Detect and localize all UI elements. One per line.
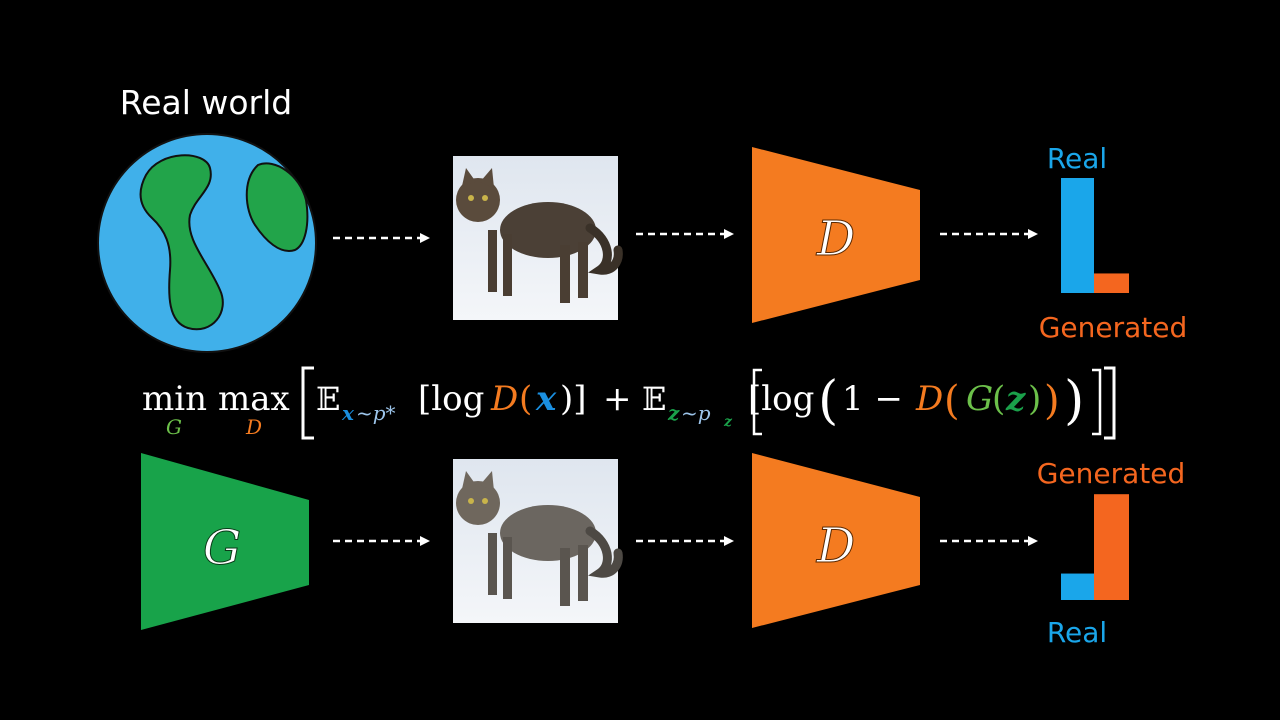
formula-term1-D: D (490, 379, 518, 419)
output-bars-bottom (1061, 494, 1129, 600)
label-generated-bottom: Generated (1037, 457, 1186, 490)
formula-inner-bracket-right (1092, 368, 1102, 436)
discriminator-symbol-top: D (816, 211, 855, 267)
formula-term1-x: x (535, 379, 557, 419)
formula-paren-G-open: ( (992, 379, 1005, 419)
bar-real-top (1061, 178, 1094, 293)
formula-e2-sub-pz: z (723, 414, 733, 430)
bar-real-bottom (1061, 573, 1094, 600)
gan-objective-formula: min G max D 𝔼 x ~p* [log D ( x )] + 𝔼 z … (142, 366, 1116, 440)
label-generated-top: Generated (1039, 311, 1188, 344)
formula-outer-bracket-left (301, 366, 314, 440)
discriminator-block-bottom: D (752, 453, 920, 628)
bar-generated-bottom (1094, 494, 1129, 600)
formula-paren-right-big: ) (1064, 371, 1084, 431)
formula-min: min (142, 379, 207, 419)
formula-term1-paren-open: ( (519, 379, 532, 419)
formula-outer-bracket-right (1104, 366, 1116, 440)
cat-photo-real (453, 156, 623, 320)
generator-symbol: G (203, 520, 241, 576)
formula-paren-D-close: ) (1044, 378, 1060, 424)
label-real-bottom: Real (1047, 616, 1107, 649)
formula-paren-G-close: ) (1028, 379, 1041, 419)
formula-paren-D-open: ( (944, 378, 960, 424)
formula-e1-sub-rest: ~p* (356, 401, 396, 425)
formula-term2-one: 1 − (842, 379, 903, 419)
formula-e1-sub-x: x (341, 401, 355, 425)
bar-generated-top (1094, 273, 1129, 293)
output-bars-top (1061, 178, 1129, 293)
formula-term2-G: G (966, 379, 993, 419)
formula-e2-sub-rest: ~p (681, 401, 711, 425)
cat-photo-icon (456, 168, 623, 303)
earth-icon (97, 133, 317, 353)
discriminator-block-top: D (752, 147, 920, 323)
formula-term1-open: [log (418, 379, 484, 419)
formula-max-sub: D (245, 415, 262, 439)
formula-plus: + (603, 379, 632, 419)
real-world-label: Real world (120, 83, 293, 122)
formula-paren-left-big: ( (818, 371, 838, 431)
generator-block: G (141, 453, 309, 630)
discriminator-symbol-bottom: D (816, 518, 855, 574)
formula-term2-z: z (1005, 379, 1026, 419)
formula-min-sub: G (166, 415, 182, 439)
formula-expectation-2: 𝔼 (642, 380, 666, 418)
cat-photo-generated (453, 459, 623, 623)
formula-term2-open: [log (748, 379, 814, 419)
label-real-top: Real (1047, 142, 1107, 175)
formula-term1-close: )] (560, 379, 587, 419)
cat-photo-icon (456, 471, 623, 606)
formula-max: max (218, 379, 290, 419)
formula-term2-D: D (915, 379, 943, 419)
formula-e2-sub-z: z (667, 401, 680, 425)
formula-inner-bracket-left (752, 368, 762, 436)
formula-expectation-1: 𝔼 (316, 380, 340, 418)
